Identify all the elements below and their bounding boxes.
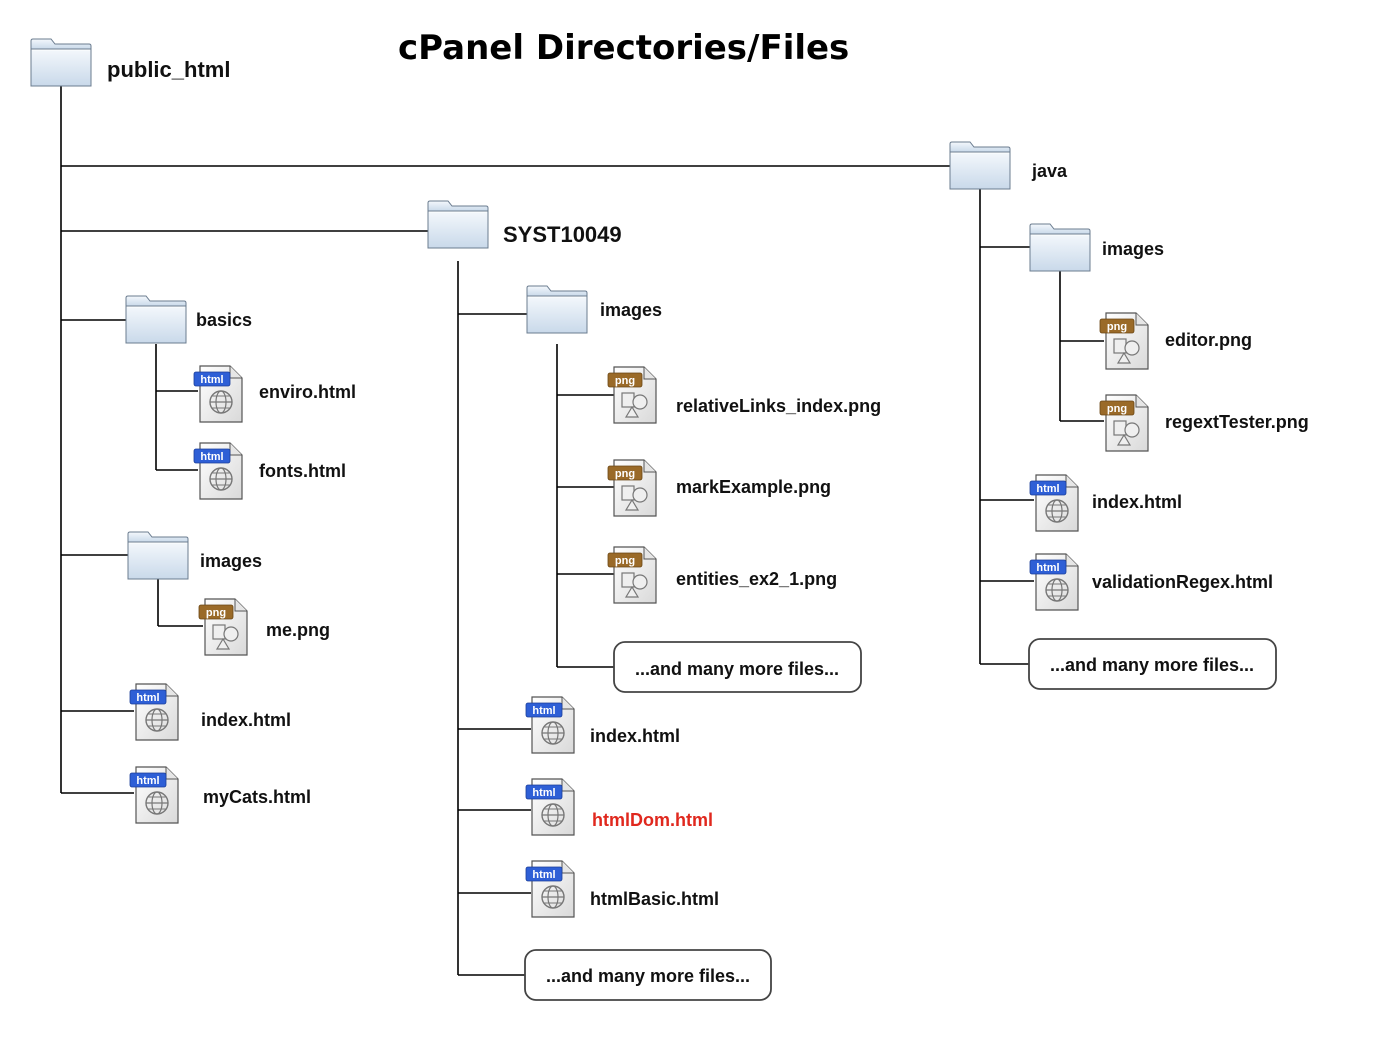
- html-file-icon: [193, 365, 243, 423]
- file-label-editor-png: editor.png: [1165, 330, 1252, 350]
- folder-label-syst10049: SYST10049: [503, 222, 622, 247]
- file-label-validationregex-html: validationRegex.html: [1092, 572, 1273, 592]
- file-label-fonts-html: fonts.html: [259, 461, 346, 481]
- more-files-label: ...and many more files...: [635, 659, 839, 679]
- file-label-htmlbasic-html: htmlBasic.html: [590, 889, 719, 909]
- more-files-label: ...and many more files...: [546, 966, 750, 986]
- html-file-icon: [1029, 553, 1079, 611]
- folder-icon: [427, 200, 489, 249]
- file-label-entities-ex2-1-png: entities_ex2_1.png: [676, 569, 837, 589]
- png-file-icon: [607, 546, 657, 604]
- file-label-enviro-html: enviro.html: [259, 382, 356, 402]
- file-label-mycats-html: myCats.html: [203, 787, 311, 807]
- folder-label-basics: basics: [196, 310, 252, 330]
- folder-icon: [1029, 223, 1091, 272]
- html-file-icon: [525, 696, 575, 754]
- file-label-regexttester-png: regextTester.png: [1165, 412, 1309, 432]
- file-label-java-index-html: index.html: [1092, 492, 1182, 512]
- diagram-title: cPanel Directories/Files: [398, 28, 849, 68]
- file-label-relativelinks-index-png: relativeLinks_index.png: [676, 396, 881, 416]
- folder-icon: [30, 38, 92, 87]
- folder-label-java: java: [1031, 161, 1068, 181]
- png-file-icon: [198, 598, 248, 656]
- more-files-box-syst: ...and many more files...: [524, 949, 772, 1001]
- folder-label-syst-images: images: [600, 300, 662, 320]
- file-label-syst-index-html: index.html: [590, 726, 680, 746]
- folder-label-public-html: public_html: [107, 57, 230, 82]
- html-file-icon: [129, 683, 179, 741]
- folder-label-java-images: images: [1102, 239, 1164, 259]
- folder-icon: [949, 141, 1011, 190]
- html-file-icon: [525, 860, 575, 918]
- png-file-icon: [607, 366, 657, 424]
- file-label-me-png: me.png: [266, 620, 330, 640]
- more-files-box-java: ...and many more files...: [1028, 638, 1277, 690]
- png-file-icon: [1099, 312, 1149, 370]
- file-label-index-html: index.html: [201, 710, 291, 730]
- html-file-icon: [525, 778, 575, 836]
- folder-icon: [125, 295, 187, 344]
- html-file-icon: [1029, 474, 1079, 532]
- folder-icon: [526, 285, 588, 334]
- file-label-htmldom-html: htmlDom.html: [592, 810, 713, 830]
- more-files-box-syst-images: ...and many more files...: [613, 641, 862, 693]
- file-label-markexample-png: markExample.png: [676, 477, 831, 497]
- more-files-label: ...and many more files...: [1050, 655, 1254, 675]
- html-file-icon: [129, 766, 179, 824]
- png-file-icon: [1099, 394, 1149, 452]
- folder-icon: [127, 531, 189, 580]
- tree-connectors: [60, 86, 1104, 976]
- html-file-icon: [193, 442, 243, 500]
- folder-label-images: images: [200, 551, 262, 571]
- png-file-icon: [607, 459, 657, 517]
